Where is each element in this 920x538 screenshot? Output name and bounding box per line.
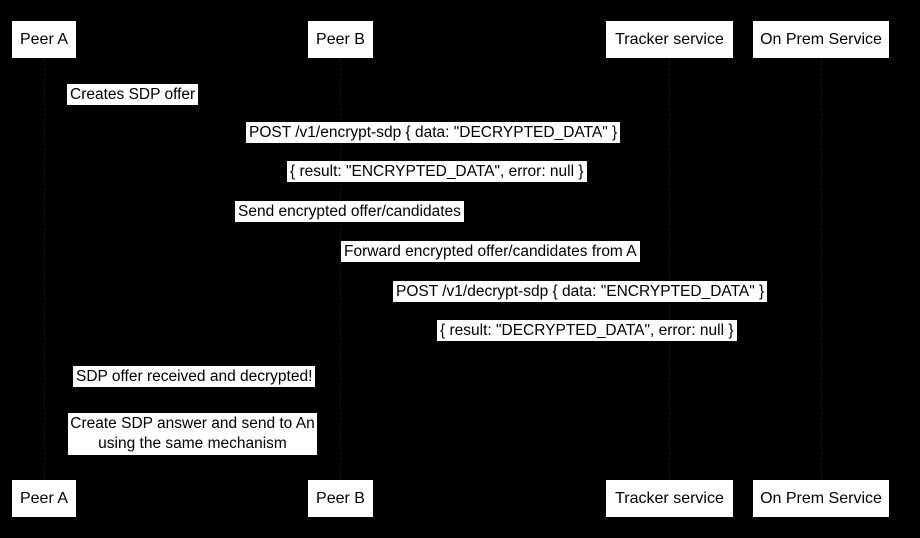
message-sdp-offer-received: SDP offer received and decrypted!: [73, 366, 316, 387]
lifeline-tracker-service: [669, 58, 670, 480]
participant-peer-a-bottom: Peer A: [12, 480, 76, 517]
participant-on-prem-service-top: On Prem Service: [753, 21, 889, 58]
participant-peer-b-bottom: Peer B: [308, 480, 373, 517]
message-creates-sdp-offer: Creates SDP offer: [67, 84, 199, 105]
note-line-1: Create SDP answer and send to An: [70, 415, 315, 432]
note-create-sdp-answer: Create SDP answer and send to An using t…: [68, 413, 317, 455]
participant-peer-b-top: Peer B: [308, 21, 373, 58]
message-decrypt-result: { result: "DECRYPTED_DATA", error: null …: [437, 320, 737, 341]
note-line-2: using the same mechanism: [98, 435, 287, 452]
participant-peer-a-top: Peer A: [12, 21, 76, 58]
participant-tracker-service-bottom: Tracker service: [606, 480, 733, 517]
message-post-encrypt-sdp: POST /v1/encrypt-sdp { data: "DECRYPTED_…: [246, 122, 621, 143]
lifeline-peer-a: [44, 58, 45, 480]
message-forward-encrypted-offer: Forward encrypted offer/candidates from …: [341, 241, 640, 262]
message-post-decrypt-sdp: POST /v1/decrypt-sdp { data: "ENCRYPTED_…: [393, 281, 768, 302]
lifeline-on-prem-service: [821, 58, 822, 480]
message-encrypt-result: { result: "ENCRYPTED_DATA", error: null …: [287, 161, 587, 182]
message-send-encrypted-offer: Send encrypted offer/candidates: [235, 201, 464, 222]
participant-on-prem-service-bottom: On Prem Service: [753, 480, 889, 517]
participant-tracker-service-top: Tracker service: [606, 21, 733, 58]
lifeline-peer-b: [340, 58, 341, 480]
